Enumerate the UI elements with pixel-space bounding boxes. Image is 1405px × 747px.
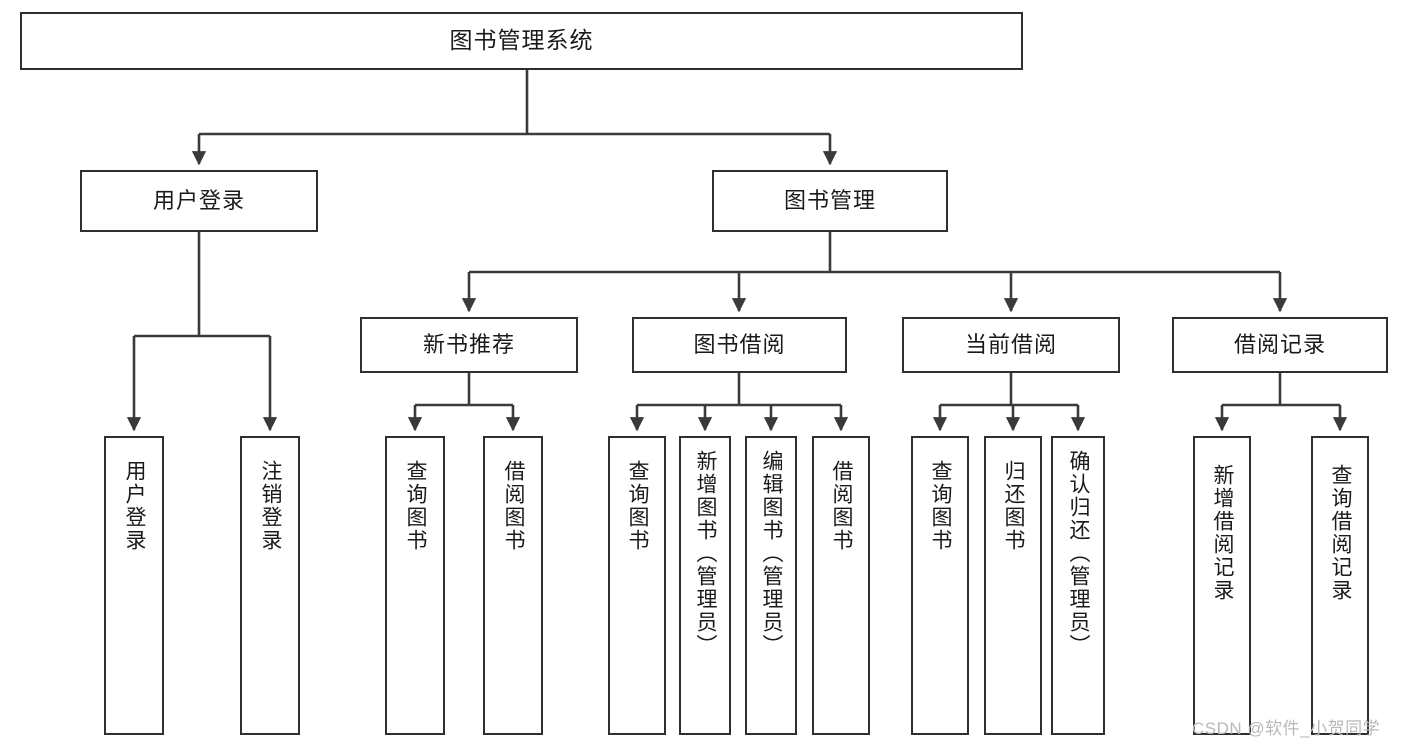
node-leaf-edit-book-admin[interactable]: 编辑图书（管理员） xyxy=(745,436,797,735)
node-leaf-query-book-2-label: 查询图书 xyxy=(626,460,650,552)
node-leaf-query-borrow-record-label: 查询借阅记录 xyxy=(1329,464,1353,602)
watermark: CSDN @软件_小贺同学 xyxy=(1192,714,1380,739)
node-leaf-user-login-label: 用户登录 xyxy=(123,460,147,552)
node-leaf-user-login[interactable]: 用户登录 xyxy=(104,436,164,735)
watermark-text: CSDN @软件_小贺同学 xyxy=(1192,719,1381,738)
node-leaf-add-borrow-record-label: 新增借阅记录 xyxy=(1211,464,1235,602)
node-leaf-borrow-book-1-label: 借阅图书 xyxy=(502,460,526,552)
node-leaf-add-book-admin[interactable]: 新增图书（管理员） xyxy=(679,436,731,735)
node-leaf-return-book[interactable]: 归还图书 xyxy=(984,436,1042,735)
node-leaf-add-book-admin-label: 新增图书（管理员） xyxy=(694,450,718,657)
node-leaf-query-book-1-label: 查询图书 xyxy=(404,460,428,552)
node-book-borrow-label: 图书借阅 xyxy=(693,331,786,357)
node-leaf-return-book-label: 归还图书 xyxy=(1002,460,1026,552)
node-borrow-record-label: 借阅记录 xyxy=(1233,331,1326,357)
node-leaf-user-logout[interactable]: 注销登录 xyxy=(240,436,300,735)
node-user-login-label: 用户登录 xyxy=(152,187,245,213)
node-leaf-query-borrow-record[interactable]: 查询借阅记录 xyxy=(1311,436,1369,735)
node-root[interactable]: 图书管理系统 xyxy=(20,12,1023,70)
node-leaf-query-book-3[interactable]: 查询图书 xyxy=(911,436,969,735)
node-root-label: 图书管理系统 xyxy=(449,27,594,54)
node-leaf-confirm-return-admin[interactable]: 确认归还（管理员） xyxy=(1051,436,1105,735)
node-leaf-query-book-3-label: 查询图书 xyxy=(929,460,953,552)
node-leaf-user-logout-label: 注销登录 xyxy=(259,460,283,552)
node-leaf-query-book-2[interactable]: 查询图书 xyxy=(608,436,666,735)
node-new-book-recommend-label: 新书推荐 xyxy=(422,331,515,357)
node-leaf-borrow-book-1[interactable]: 借阅图书 xyxy=(483,436,543,735)
node-leaf-add-borrow-record[interactable]: 新增借阅记录 xyxy=(1193,436,1251,735)
node-user-login[interactable]: 用户登录 xyxy=(80,170,318,232)
node-book-borrow[interactable]: 图书借阅 xyxy=(632,317,847,373)
node-borrow-record[interactable]: 借阅记录 xyxy=(1172,317,1388,373)
node-leaf-confirm-return-admin-label: 确认归还（管理员） xyxy=(1067,450,1091,657)
node-book-management[interactable]: 图书管理 xyxy=(712,170,948,232)
node-leaf-borrow-book-2-label: 借阅图书 xyxy=(830,460,854,552)
node-leaf-query-book-1[interactable]: 查询图书 xyxy=(385,436,445,735)
node-current-borrow-label: 当前借阅 xyxy=(964,331,1057,357)
node-new-book-recommend[interactable]: 新书推荐 xyxy=(360,317,578,373)
node-leaf-edit-book-admin-label: 编辑图书（管理员） xyxy=(760,450,784,657)
node-leaf-borrow-book-2[interactable]: 借阅图书 xyxy=(812,436,870,735)
node-current-borrow[interactable]: 当前借阅 xyxy=(902,317,1120,373)
node-book-management-label: 图书管理 xyxy=(783,187,876,213)
